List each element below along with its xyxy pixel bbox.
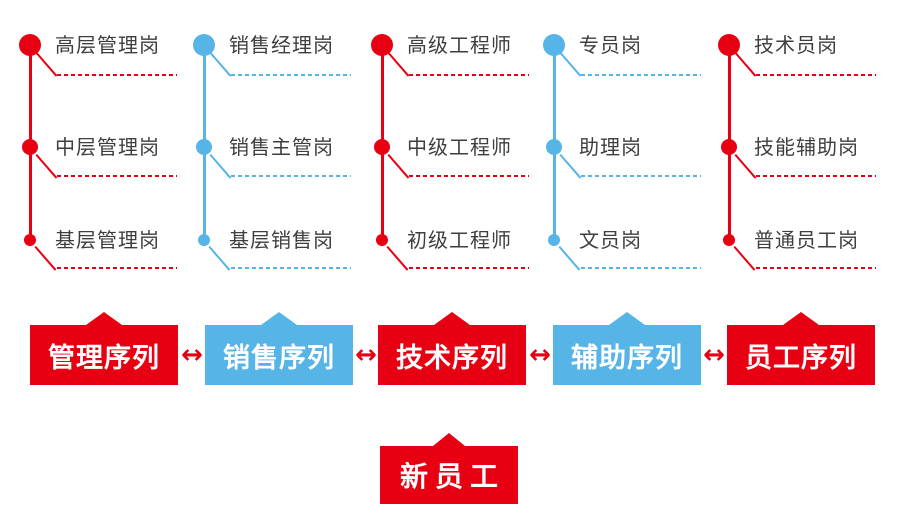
dashed-underline <box>756 74 876 76</box>
series-box-management: 管理序列 <box>30 312 178 385</box>
series-box-sales: 销售序列 <box>205 312 353 385</box>
level-dot-middle <box>196 139 212 155</box>
position-label: 基层管理岗 <box>55 228 160 252</box>
position-label: 中层管理岗 <box>55 135 160 159</box>
position-label: 普通员工岗 <box>754 228 859 252</box>
dashed-underline <box>581 74 701 76</box>
dashed-underline <box>409 267 529 269</box>
position-label: 销售主管岗 <box>229 135 334 159</box>
dashed-underline <box>57 267 177 269</box>
series-box-support: 辅助序列 <box>553 312 701 385</box>
dashed-underline <box>756 267 876 269</box>
level-dot-top <box>371 34 393 56</box>
column-support: 专员岗 助理岗 文员岗 <box>539 0 703 300</box>
position-label: 助理岗 <box>579 135 642 159</box>
dashed-underline <box>581 175 701 177</box>
level-dot-middle <box>721 139 737 155</box>
level-dot-bottom <box>548 234 560 246</box>
bidirectional-arrow-icon: ↔ <box>355 340 377 370</box>
column-technical: 高级工程师 中级工程师 初级工程师 <box>367 0 531 300</box>
level-dot-middle <box>374 139 390 155</box>
position-label: 高层管理岗 <box>55 33 160 57</box>
dashed-underline <box>231 175 351 177</box>
position-label: 技术员岗 <box>754 33 838 57</box>
dashed-underline <box>409 74 529 76</box>
level-dot-top <box>193 34 215 56</box>
level-dot-top <box>718 34 740 56</box>
level-dot-top <box>19 34 41 56</box>
level-dot-middle <box>22 139 38 155</box>
dashed-underline <box>57 74 177 76</box>
level-dot-bottom <box>24 234 36 246</box>
level-dot-bottom <box>198 234 210 246</box>
position-label: 文员岗 <box>579 228 642 252</box>
series-box-technical: 技术序列 <box>378 312 526 385</box>
position-label: 高级工程师 <box>407 33 512 57</box>
dashed-underline <box>581 267 701 269</box>
column-sales: 销售经理岗 销售主管岗 基层销售岗 <box>189 0 353 300</box>
position-label: 技能辅助岗 <box>754 135 859 159</box>
position-label: 销售经理岗 <box>229 33 334 57</box>
bidirectional-arrow-icon: ↔ <box>703 340 725 370</box>
position-label: 初级工程师 <box>407 228 512 252</box>
dashed-underline <box>756 175 876 177</box>
dashed-underline <box>231 74 351 76</box>
leader-line <box>733 246 756 271</box>
position-label: 中级工程师 <box>407 135 512 159</box>
level-dot-bottom <box>723 234 735 246</box>
bidirectional-arrow-icon: ↔ <box>181 340 203 370</box>
dashed-underline <box>409 175 529 177</box>
position-label: 专员岗 <box>579 33 642 57</box>
level-dot-bottom <box>376 234 388 246</box>
series-box-staff: 员工序列 <box>727 312 875 385</box>
level-dot-top <box>543 34 565 56</box>
level-dot-middle <box>546 139 562 155</box>
leader-line <box>34 246 57 271</box>
new-employee-box: 新员工 <box>380 433 518 504</box>
leader-line <box>558 246 581 271</box>
position-label: 基层销售岗 <box>229 228 334 252</box>
bidirectional-arrow-icon: ↔ <box>529 340 551 370</box>
leader-line <box>386 246 409 271</box>
dashed-underline <box>231 267 351 269</box>
dashed-underline <box>57 175 177 177</box>
column-management: 高层管理岗 中层管理岗 基层管理岗 <box>15 0 179 300</box>
leader-line <box>208 246 231 271</box>
column-staff: 技术员岗 技能辅助岗 普通员工岗 <box>714 0 878 300</box>
